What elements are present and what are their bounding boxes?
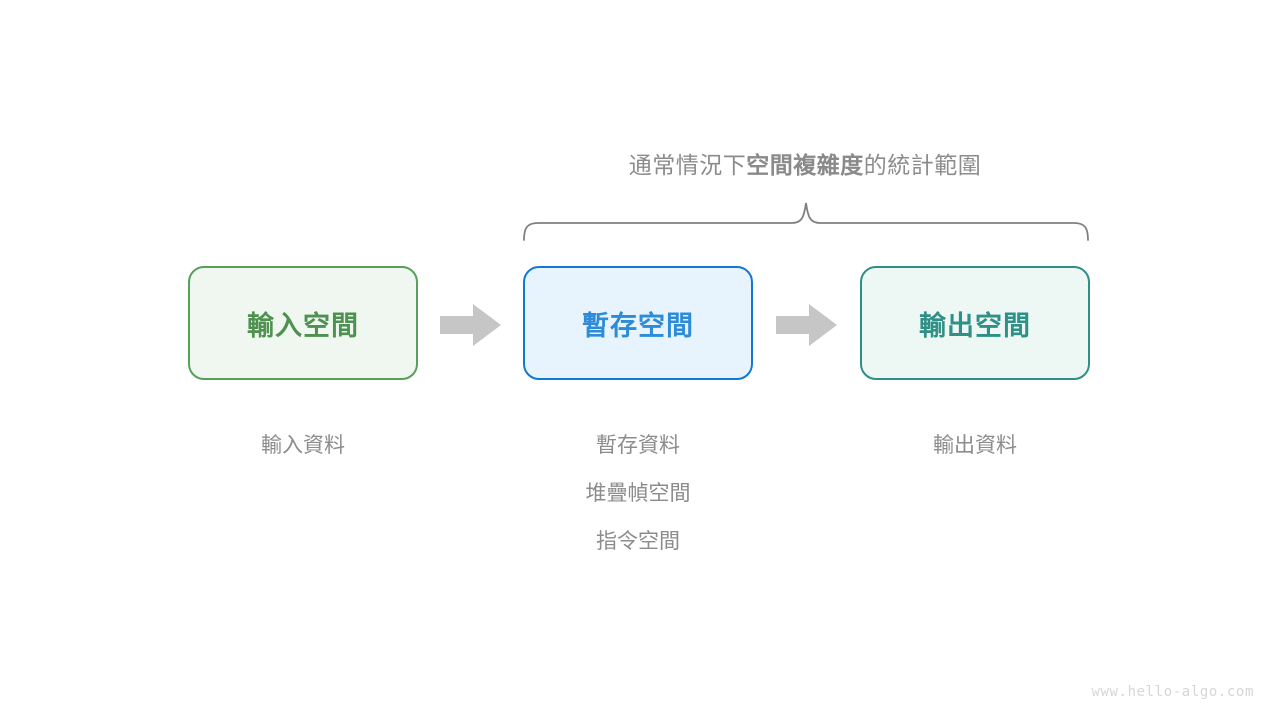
scope-title-prefix: 通常情況下	[628, 152, 747, 178]
caption-line: 輸入資料	[261, 434, 345, 457]
caption-column-output: 輸出資料	[860, 422, 1090, 470]
box-temp-space-label: 暫存空間	[582, 310, 694, 341]
curly-brace-up-icon	[523, 202, 1089, 241]
caption-line: 輸出資料	[933, 434, 1017, 457]
arrow-right-icon	[440, 304, 501, 346]
caption-line: 指令空間	[596, 530, 680, 553]
box-input-space-label: 輸入空間	[247, 310, 359, 341]
box-input-space[interactable]: 輸入空間	[188, 266, 418, 380]
caption-column-temp: 暫存資料 堆疊幀空間 指令空間	[523, 422, 753, 566]
caption-column-input: 輸入資料	[188, 422, 418, 470]
box-output-space[interactable]: 輸出空間	[860, 266, 1090, 380]
caption-line: 暫存資料	[596, 434, 680, 457]
box-output-space-label: 輸出空間	[919, 310, 1031, 341]
arrow-right-icon	[776, 304, 837, 346]
watermark: www.hello-algo.com	[1091, 684, 1254, 700]
box-temp-space[interactable]: 暫存空間	[523, 266, 753, 380]
scope-title: 通常情況下空間複雜度的統計範圍	[0, 146, 1280, 180]
scope-title-suffix: 的統計範圍	[863, 152, 982, 178]
caption-line: 堆疊幀空間	[585, 482, 691, 505]
scope-title-emphasis: 空間複雜度	[746, 152, 864, 178]
